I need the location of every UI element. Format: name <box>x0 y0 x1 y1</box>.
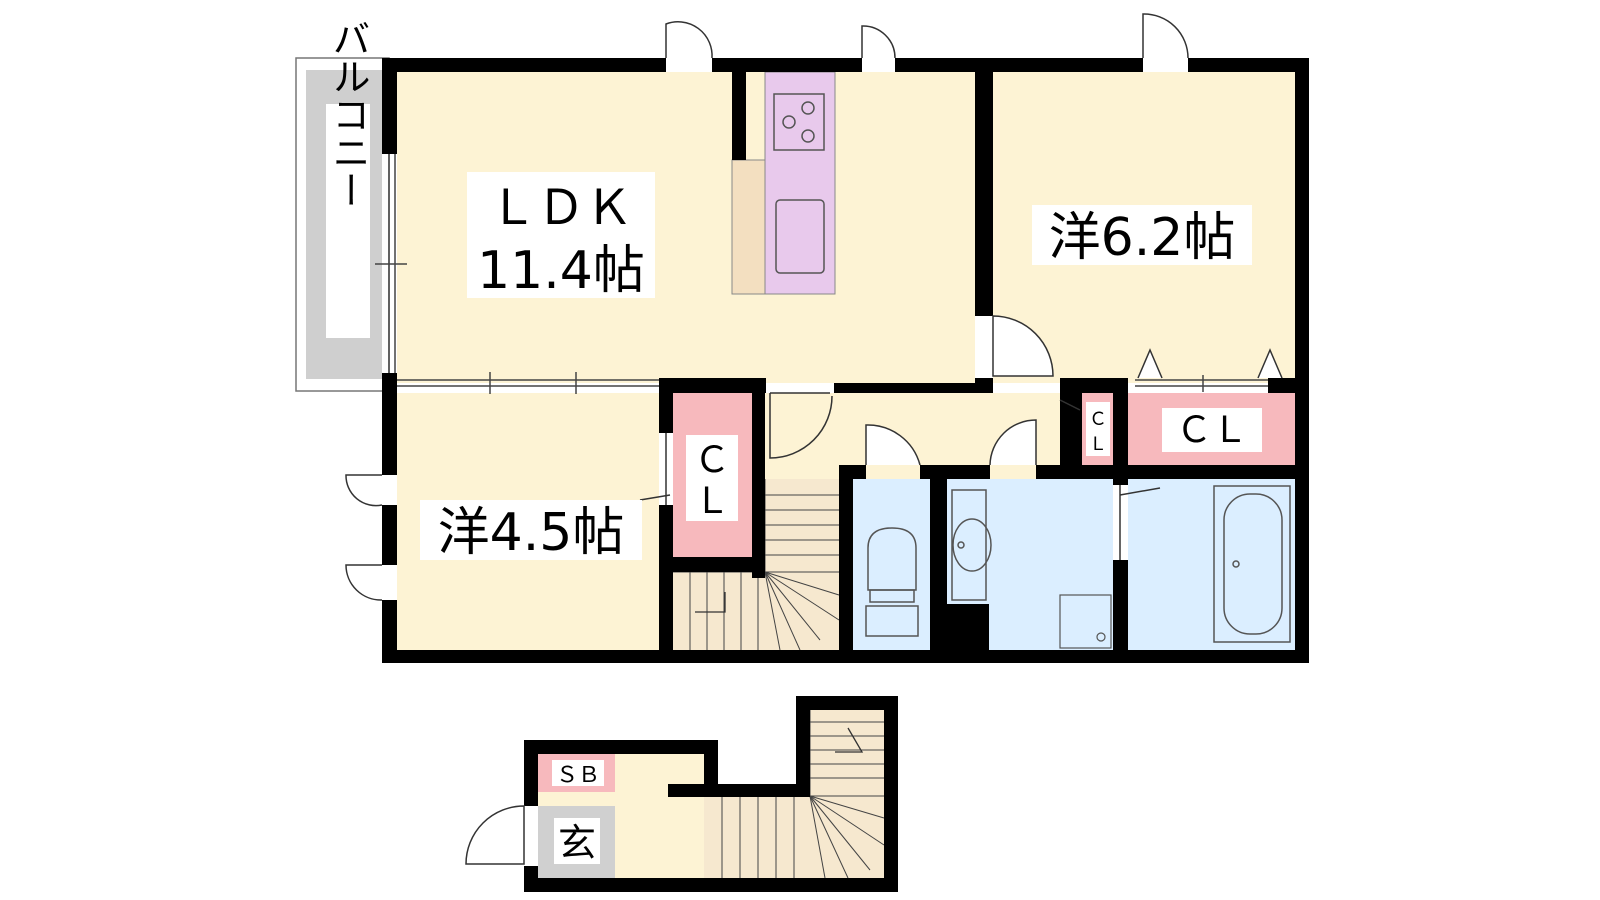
closet-small-label-l: Ｌ <box>1089 434 1107 455</box>
bathroom <box>1128 479 1295 650</box>
windows <box>375 154 1268 394</box>
kitchen-sink <box>775 199 825 274</box>
closet-45-label-c: Ｃ <box>694 440 730 481</box>
bathtub <box>1213 485 1291 643</box>
balcony: バルコニー <box>295 19 390 392</box>
western-45-label: 洋4.5帖 <box>438 503 625 563</box>
kitchen-counter <box>731 159 766 295</box>
burner <box>801 101 815 115</box>
toilet <box>865 527 919 637</box>
stairs-lower-run <box>810 710 884 796</box>
walls-upper <box>382 58 1309 663</box>
wash-basin <box>951 489 992 601</box>
burner <box>801 129 815 143</box>
entrance-label-bg <box>554 818 600 864</box>
shoe-box-label: ＳＢ <box>556 763 600 788</box>
closet-62-label: ＣＬ <box>1176 410 1248 451</box>
entrance-unit: ＳＢ 玄 <box>465 696 898 892</box>
ldk-label-bg <box>467 172 655 298</box>
stairs-upper <box>673 479 840 651</box>
ldk-name: ＬＤＫ <box>489 180 633 236</box>
shoe-box-label-bg <box>552 760 604 786</box>
western-62-label: 洋6.2帖 <box>1049 208 1236 268</box>
ldk-size: 11.4帖 <box>477 241 645 301</box>
western-45-label-bg <box>420 500 642 560</box>
entrance-label: 玄 <box>558 821 596 865</box>
closet-62-label-bg <box>1162 408 1262 452</box>
entrance-door-swing <box>465 805 525 865</box>
washroom-notch <box>947 604 989 650</box>
closet-45-label-l: Ｌ <box>694 481 730 522</box>
burner <box>782 115 796 129</box>
balcony-label: バルコニー <box>326 19 370 209</box>
closet-45-label-bg <box>686 435 738 521</box>
western-62-label-bg <box>1032 205 1252 265</box>
balcony-label-bg <box>326 104 370 338</box>
laundry-pan <box>1059 594 1112 649</box>
closet-small-label-c: Ｃ <box>1089 409 1107 430</box>
door-swings <box>345 13 1283 601</box>
closet-small-label-bg <box>1086 402 1110 456</box>
stove <box>773 93 825 151</box>
